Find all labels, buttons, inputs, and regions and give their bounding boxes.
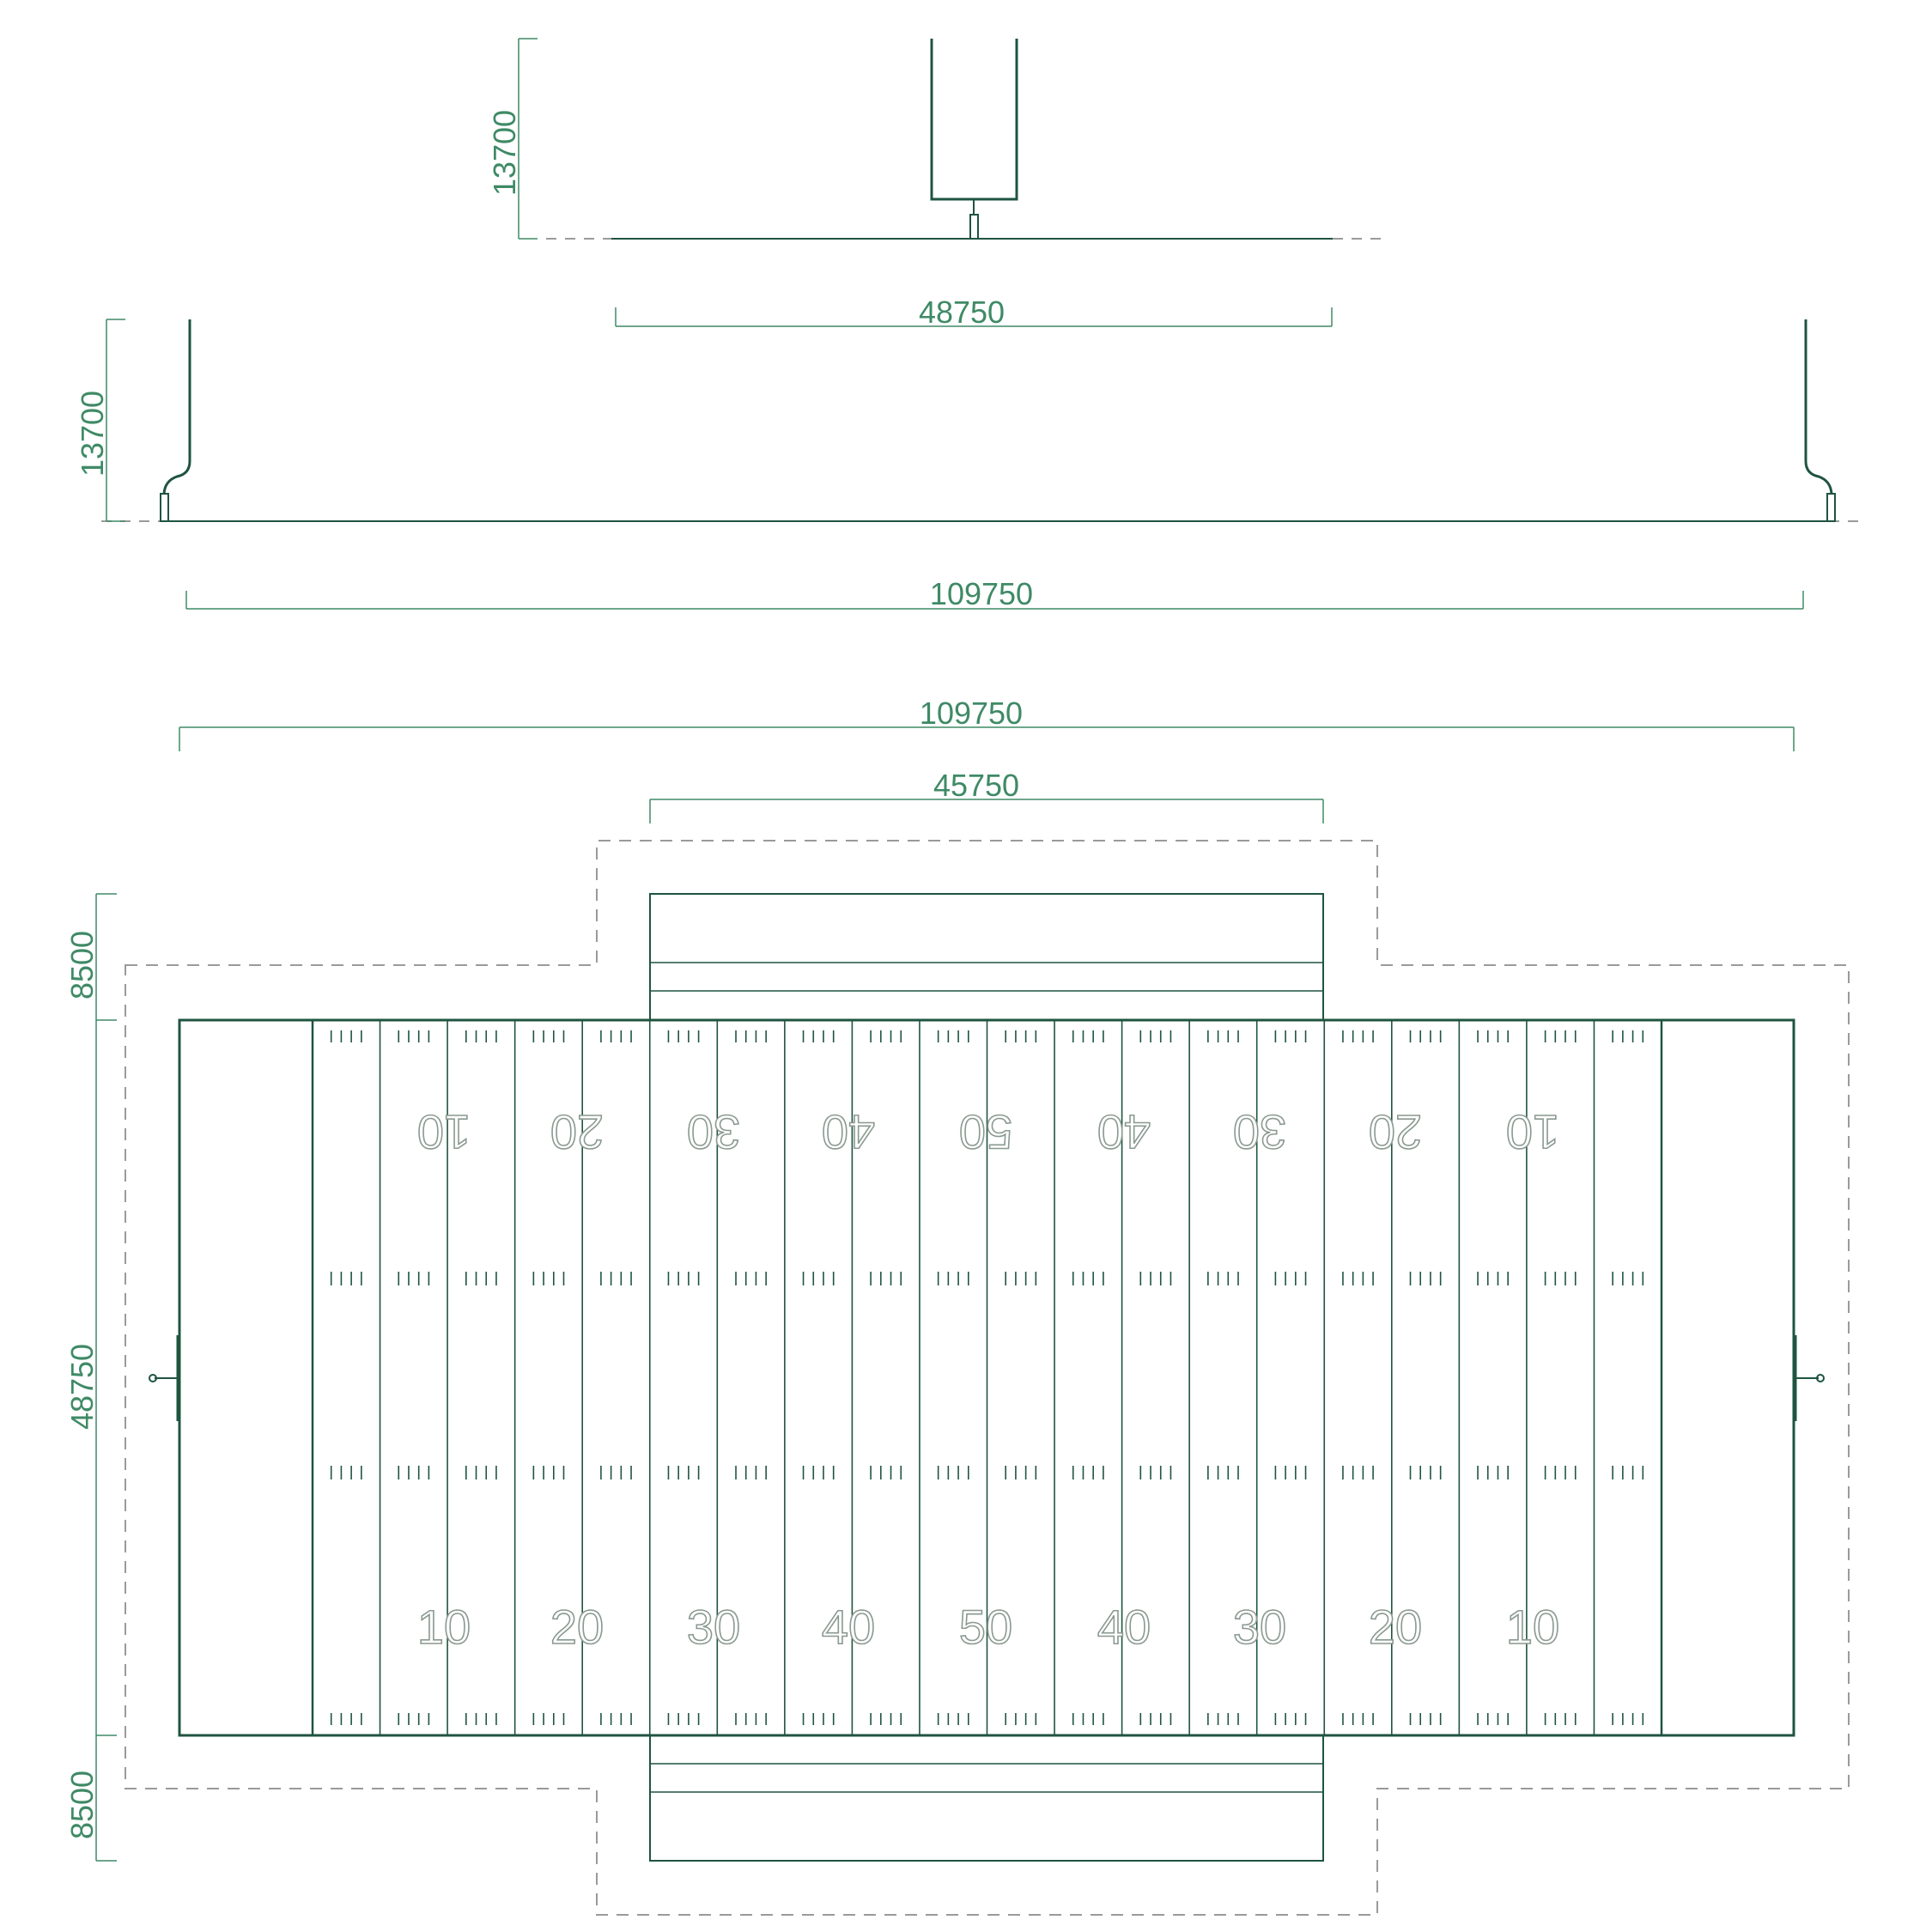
bottom-bench-outline xyxy=(649,1735,1324,1862)
dim-sideline-bottom: 8500 xyxy=(64,1771,100,1839)
top-bench-outline xyxy=(649,893,1324,1021)
yard-number-bottom: 40 xyxy=(1097,1600,1151,1654)
goalpost-side-view: 13700 48750 xyxy=(487,38,1382,330)
front-right-goalpost xyxy=(1804,319,1833,495)
dim-front-width: 109750 xyxy=(930,576,1033,611)
goalpost-base xyxy=(1816,1374,1825,1382)
yard-number-bottom: 10 xyxy=(1506,1600,1559,1654)
dim-sideline-top: 8500 xyxy=(64,931,100,999)
hash-marks xyxy=(330,1030,1644,1725)
yard-numbers-top: 10 20 30 40 50 40 30 20 10 xyxy=(416,1104,1560,1160)
yard-number-bottom: 40 xyxy=(822,1600,875,1654)
yard-number-bottom: 50 xyxy=(959,1600,1012,1654)
side-view-goalpost xyxy=(930,39,1018,201)
plan-view: 109750 45750 8500 48750 8500 xyxy=(64,696,1850,1916)
yard-number-bottom: 30 xyxy=(1233,1600,1286,1654)
dim-crossbar-width: 48750 xyxy=(919,295,1005,330)
front-right-post-base xyxy=(1826,493,1836,522)
bottom-bench xyxy=(649,1735,1324,1862)
left-goalpost-plan xyxy=(149,1335,179,1421)
right-goalpost-plan xyxy=(1794,1335,1825,1421)
yard-number-top: 40 xyxy=(822,1105,875,1159)
dim-goalpost-side-height: 13700 xyxy=(487,110,522,196)
dim-field-width: 48750 xyxy=(64,1344,100,1430)
yard-number-bottom: 20 xyxy=(550,1600,604,1654)
yard-number-top: 10 xyxy=(417,1105,471,1159)
top-bench xyxy=(649,893,1324,1021)
yard-number-bottom: 30 xyxy=(687,1600,740,1654)
yard-number-top: 20 xyxy=(550,1105,604,1159)
yard-lines xyxy=(379,1020,1595,1735)
yard-number-bottom: 20 xyxy=(1369,1600,1422,1654)
yard-number-top: 30 xyxy=(687,1105,740,1159)
yard-number-bottom: 10 xyxy=(417,1600,471,1654)
dim-bench-width: 45750 xyxy=(933,768,1019,803)
yard-number-top: 20 xyxy=(1369,1105,1422,1159)
front-view: 13700 109750 xyxy=(75,319,1859,611)
yard-number-top: 40 xyxy=(1097,1105,1151,1159)
yard-number-top: 30 xyxy=(1233,1105,1286,1159)
front-left-goalpost xyxy=(162,319,191,495)
goalpost-base xyxy=(149,1374,157,1382)
yard-number-top: 50 xyxy=(959,1105,1012,1159)
dim-field-length: 109750 xyxy=(920,696,1023,731)
side-view-post-base xyxy=(969,214,979,240)
front-left-post-base xyxy=(160,493,169,522)
dim-goalpost-front-height: 13700 xyxy=(75,391,110,477)
yard-numbers-bottom: 10 20 30 40 50 40 30 20 10 xyxy=(416,1599,1560,1655)
yard-number-top: 10 xyxy=(1506,1105,1559,1159)
